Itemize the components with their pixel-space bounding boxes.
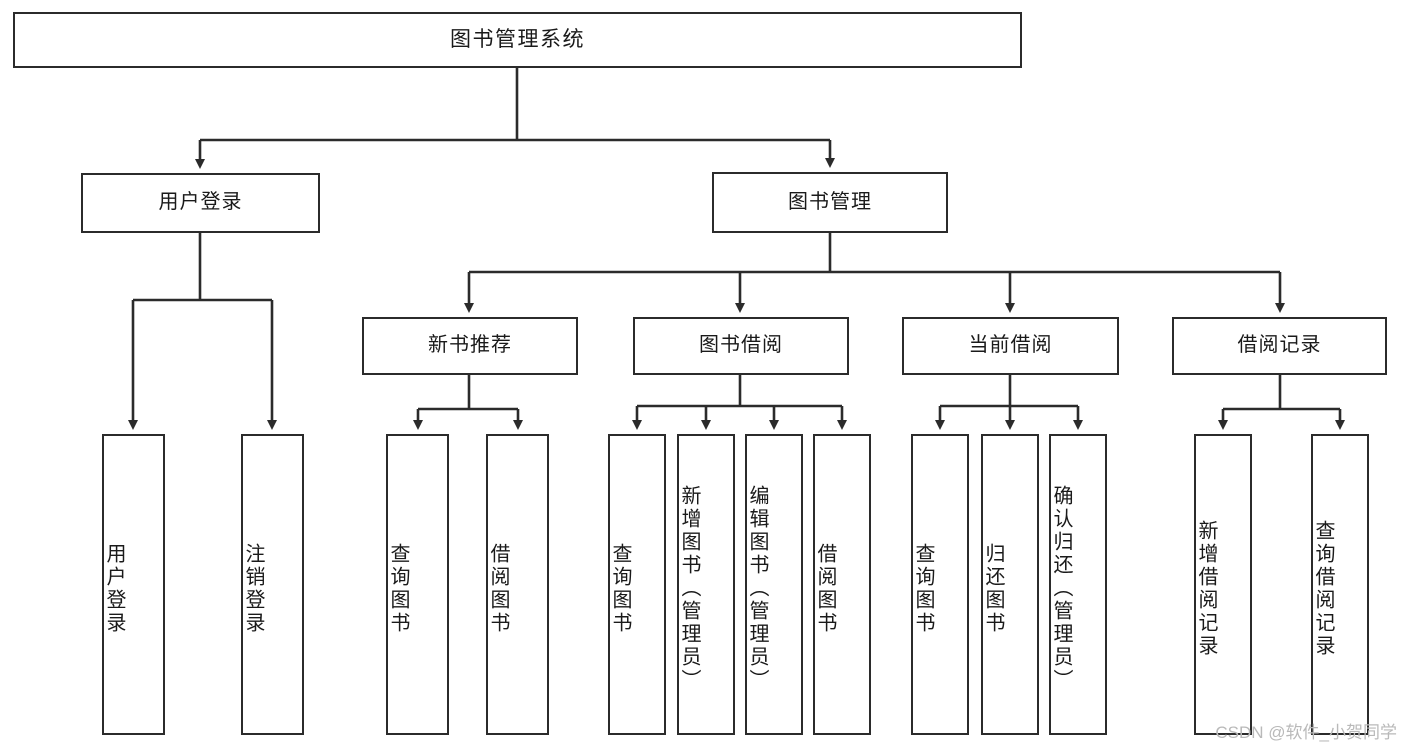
- node-leaf-borrow-book-1[interactable]: 借阅图书: [486, 434, 549, 735]
- node-book-borrow-label: 图书借阅: [699, 334, 783, 357]
- node-leaf-query-book-2[interactable]: 查询图书: [608, 434, 666, 735]
- node-user-login[interactable]: 用户登录: [81, 173, 320, 233]
- node-leaf-add-book[interactable]: 新增图书（管理员）: [677, 434, 735, 735]
- node-root-label: 图书管理系统: [450, 27, 585, 51]
- node-leaf-return-book-label: 归还图书: [982, 542, 1004, 635]
- node-leaf-borrow-book-1-label: 借阅图书: [487, 542, 509, 635]
- node-leaf-logout-label: 注销登录: [242, 542, 264, 635]
- node-current-borrow-label: 当前借阅: [968, 334, 1053, 357]
- node-user-login-label: 用户登录: [158, 191, 243, 214]
- node-leaf-logout[interactable]: 注销登录: [241, 434, 304, 735]
- node-book-borrow[interactable]: 图书借阅: [633, 317, 849, 375]
- node-leaf-query-record[interactable]: 查询借阅记录: [1311, 434, 1369, 735]
- node-leaf-add-record[interactable]: 新增借阅记录: [1194, 434, 1252, 735]
- node-root[interactable]: 图书管理系统: [13, 12, 1022, 68]
- node-borrow-record-label: 借阅记录: [1237, 334, 1322, 357]
- node-leaf-query-book-2-label: 查询图书: [609, 542, 631, 635]
- node-leaf-query-book-1[interactable]: 查询图书: [386, 434, 449, 735]
- node-current-borrow[interactable]: 当前借阅: [902, 317, 1119, 375]
- node-leaf-confirm-return[interactable]: 确认归还（管理员）: [1049, 434, 1107, 735]
- node-leaf-query-book-3-label: 查询图书: [912, 542, 934, 635]
- node-leaf-user-login[interactable]: 用户登录: [102, 434, 165, 735]
- node-new-book-rec[interactable]: 新书推荐: [362, 317, 578, 375]
- node-leaf-add-book-label: 新增图书（管理员）: [678, 485, 700, 692]
- node-leaf-borrow-book-2-label: 借阅图书: [814, 542, 836, 635]
- node-leaf-user-login-label: 用户登录: [103, 542, 125, 635]
- node-leaf-query-book-3[interactable]: 查询图书: [911, 434, 969, 735]
- node-leaf-edit-book[interactable]: 编辑图书（管理员）: [745, 434, 803, 735]
- node-new-book-rec-label: 新书推荐: [428, 334, 512, 357]
- node-leaf-confirm-return-label: 确认归还（管理员）: [1050, 485, 1072, 692]
- node-leaf-query-record-label: 查询借阅记录: [1312, 519, 1334, 658]
- node-leaf-query-book-1-label: 查询图书: [387, 542, 409, 635]
- node-borrow-record[interactable]: 借阅记录: [1172, 317, 1387, 375]
- node-leaf-borrow-book-2[interactable]: 借阅图书: [813, 434, 871, 735]
- node-leaf-return-book[interactable]: 归还图书: [981, 434, 1039, 735]
- node-leaf-edit-book-label: 编辑图书（管理员）: [746, 485, 768, 692]
- node-book-manage-label: 图书管理: [788, 190, 872, 213]
- node-book-manage[interactable]: 图书管理: [712, 172, 948, 233]
- node-leaf-add-record-label: 新增借阅记录: [1195, 519, 1217, 658]
